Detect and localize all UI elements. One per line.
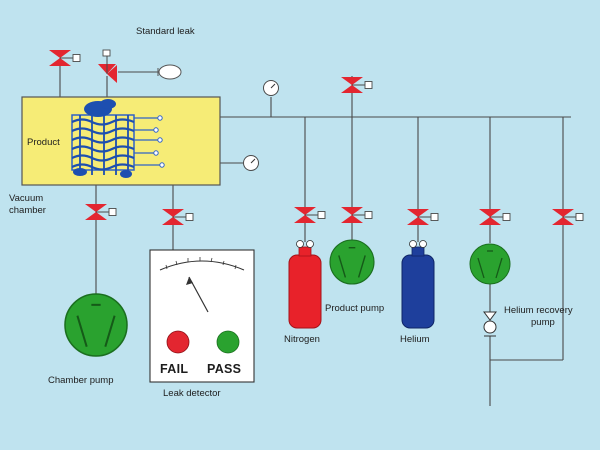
nitrogen-label: Nitrogen [284, 334, 320, 345]
valve-icon [84, 203, 117, 221]
helium-label: Helium [400, 334, 430, 345]
gauge-icon [263, 80, 279, 96]
chamber-pump-label: Chamber pump [48, 375, 113, 386]
vacuum-chamber-label-line1: Vacuum [9, 193, 43, 204]
leak-detector [149, 249, 255, 383]
fail-indicator-icon [166, 330, 190, 354]
pass-label: PASS [207, 362, 241, 376]
check-valve-icon [483, 311, 497, 337]
product-pump-label: Product pump [325, 303, 384, 314]
nitrogen-cylinder-icon [288, 240, 322, 329]
product-coil [71, 99, 165, 178]
valve-icon [340, 76, 373, 94]
leak-detector-label: Leak detector [163, 388, 221, 399]
leak-bulb-icon [157, 64, 182, 80]
product-pump-icon [329, 239, 375, 285]
valve-icon [293, 206, 326, 224]
valve-icon [551, 208, 584, 226]
valve-icon [478, 208, 511, 226]
helium-cylinder-icon [401, 240, 435, 329]
chamber-pump-icon [63, 292, 129, 358]
valve-icon [406, 208, 439, 226]
product-label: Product [27, 137, 60, 148]
helium-recovery-pump-label-line2: pump [531, 317, 555, 328]
standard-leak-valve-icon [98, 49, 117, 83]
gauge-icon [243, 155, 259, 171]
helium-recovery-pump-icon [469, 243, 511, 285]
vacuum-chamber-label-line2: chamber [9, 205, 46, 216]
helium-recovery-pump-label-line1: Helium recovery [504, 305, 573, 316]
pass-indicator-icon [216, 330, 240, 354]
standard-leak-label: Standard leak [136, 26, 195, 37]
valve-icon [340, 206, 373, 224]
fail-label: FAIL [160, 362, 188, 376]
valve-icon [161, 208, 194, 226]
valve-icon [48, 49, 81, 67]
